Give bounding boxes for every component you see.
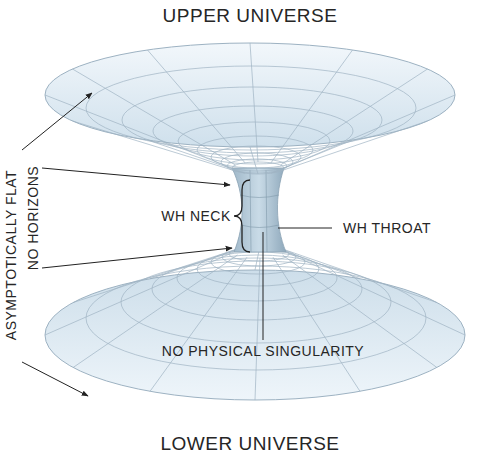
upper-sheet — [45, 43, 455, 174]
leader-line — [263, 232, 264, 340]
leader-arrow — [42, 168, 230, 185]
side-label: NO HORIZONS — [26, 166, 40, 270]
neck-bracket — [234, 180, 250, 252]
leader-arrow — [42, 248, 232, 268]
callout-label: WH THROAT — [343, 221, 431, 235]
side-label: ASYMPTOTICALLY FLAT — [4, 170, 18, 340]
callout-label: WH NECK — [161, 209, 231, 223]
universe-title: UPPER UNIVERSE — [163, 6, 338, 25]
sheet-grid — [45, 246, 465, 400]
leader-arrow — [22, 362, 88, 396]
neck-grid — [240, 170, 279, 252]
sheet-grid — [45, 43, 455, 174]
wormhole-neck — [232, 168, 286, 252]
leader-arrow — [22, 93, 92, 150]
sheet-rim — [45, 270, 465, 400]
lower-sheet — [45, 246, 465, 400]
callout-label: NO PHYSICAL SINGULARITY — [162, 344, 364, 358]
leader-line — [278, 228, 332, 229]
universe-title: LOWER UNIVERSE — [160, 434, 339, 453]
